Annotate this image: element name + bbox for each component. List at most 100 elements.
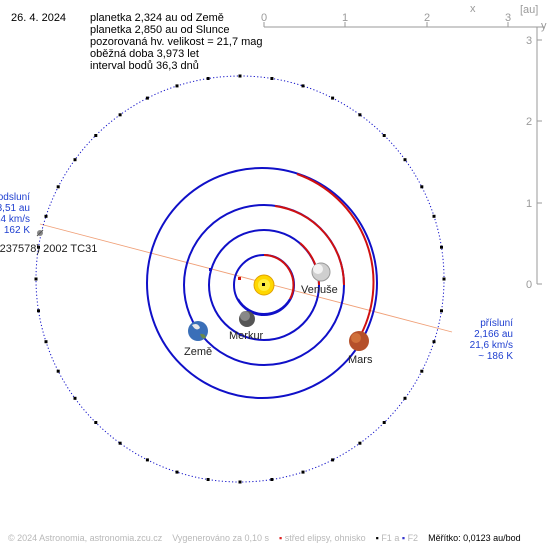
x-tick-3: 3	[505, 12, 511, 24]
mars-orbit	[146, 167, 378, 399]
mercury-label: Merkur	[229, 330, 264, 342]
perihelion-speed: 21,6 km/s	[469, 340, 513, 351]
date-label: 26. 4. 2024	[11, 12, 67, 24]
aphelion-speed: 14 km/s	[0, 214, 30, 225]
orbit-point	[44, 340, 48, 344]
orbit-point	[37, 309, 40, 313]
y-tick-1: 1	[526, 198, 532, 210]
perihelion-distance: 2,166 au	[474, 329, 513, 340]
x-tick-2: 2	[424, 12, 430, 24]
orbit-point	[432, 340, 436, 344]
y-marker: y	[541, 20, 547, 32]
orbit-point	[270, 77, 274, 80]
orbit-point	[440, 245, 443, 249]
orbit-point	[270, 478, 274, 481]
orbit-point	[118, 113, 122, 117]
orbit-point	[206, 77, 210, 80]
sun	[253, 274, 275, 296]
legend-f1-dot: ▪	[375, 533, 379, 543]
legend-center-text: střed elipsy, ohnisko	[284, 533, 366, 543]
orbit-point	[175, 470, 179, 474]
f2-focus	[209, 268, 212, 271]
orbit-point	[382, 421, 386, 424]
aphelion-distance: 3,51 au	[0, 203, 30, 214]
legend-center-dot: ▪	[278, 533, 283, 543]
orbit-point	[358, 113, 362, 117]
orbit-point	[73, 158, 77, 162]
info-sun-distance: planetka 2,850 au od Slunce	[90, 24, 230, 36]
perihelion-temp: ~ 186 K	[478, 351, 513, 362]
footer-copyright: © 2024 Astronomia, astronomia.zcu.cz	[8, 533, 163, 543]
info-block: planetka 2,324 au od Země planetka 2,850…	[90, 12, 263, 72]
orbit-point	[56, 369, 60, 373]
orbit-point	[145, 458, 149, 462]
info-magnitude: pozorovaná hv. velikost = 21,7 mag	[90, 36, 263, 48]
orbit-point	[238, 480, 242, 484]
y-tick-0: 0	[526, 279, 532, 291]
mercury-orbit-south	[237, 298, 291, 316]
orbit-point	[34, 277, 38, 281]
mercury-planet	[239, 311, 255, 327]
legend-f1-text: F1 a	[381, 533, 400, 543]
orbit-point	[301, 470, 305, 474]
orbit-point	[331, 96, 335, 100]
perihelion-title: přísluní	[480, 318, 513, 329]
orbit-point	[358, 441, 362, 445]
orbit-point	[118, 441, 122, 445]
y-tick-2: 2	[526, 116, 532, 128]
y-axis	[536, 27, 542, 285]
y-tick-3: 3	[526, 35, 532, 47]
orbit-point	[56, 185, 60, 189]
asteroid-marker	[36, 229, 44, 237]
info-period: oběžná doba 3,973 let	[90, 48, 199, 60]
orbit-point	[331, 458, 335, 462]
orbit-point	[145, 96, 149, 100]
x-tick-1: 1	[342, 12, 348, 24]
orbit-point	[73, 396, 77, 400]
orbit-point	[238, 74, 242, 78]
orbit-point	[301, 84, 305, 88]
info-interval: interval bodů 36,3 dnů	[90, 60, 199, 72]
orbit-point	[94, 421, 98, 424]
x-tick-0: 0	[261, 12, 267, 24]
aphelion-title: odsluní	[0, 192, 30, 203]
earth-label: Země	[184, 346, 212, 358]
mars-label: Mars	[348, 354, 373, 366]
venus-label: Venuše	[301, 284, 338, 296]
mercury-orbit-red	[263, 254, 295, 300]
orbit-point	[432, 214, 436, 218]
legend-f2-text: F2	[407, 533, 419, 543]
asteroid-label: (237578) 2002 TC31	[0, 243, 97, 255]
legend-f2-dot: ▪	[401, 533, 406, 543]
ellipse-center	[238, 277, 241, 280]
orbit-point	[382, 134, 386, 137]
perihelion-info: přísluní 2,166 au 21,6 km/s ~ 186 K	[430, 318, 513, 362]
orbit-point	[37, 245, 40, 249]
venus-planet	[311, 262, 331, 282]
mars-orbit-red	[296, 173, 375, 341]
orbit-point	[44, 214, 48, 218]
info-earth-distance: planetka 2,324 au od Země	[90, 12, 224, 24]
orbit-point	[420, 185, 424, 189]
footer-generated: Vygenerováno za 0,10 s	[172, 533, 269, 543]
aphelion-info: odsluní 3,51 au 14 km/s 162 K	[0, 192, 30, 236]
aphelion-temp: 162 K	[3, 225, 30, 236]
x-marker: x	[470, 3, 476, 15]
orbit-point	[403, 158, 407, 162]
orbit-point	[206, 478, 210, 481]
orbit-point	[420, 369, 424, 373]
mars-planet	[349, 331, 369, 351]
asteroid-orbit-points	[34, 74, 446, 484]
orbit-point	[175, 84, 179, 88]
orbit-point	[440, 309, 443, 313]
x-axis	[263, 22, 545, 28]
apsis-line	[39, 223, 453, 333]
earth-planet	[188, 321, 208, 341]
footer: © 2024 Astronomia, astronomia.zcu.cz Vyg…	[8, 533, 521, 543]
orbit-point	[403, 396, 407, 400]
axis-unit: [au]	[520, 4, 538, 16]
earth-orbit-red	[274, 205, 345, 286]
scale-label: Měřítko: 0,0123 au/bod	[428, 533, 521, 543]
orbit-point	[94, 134, 98, 137]
